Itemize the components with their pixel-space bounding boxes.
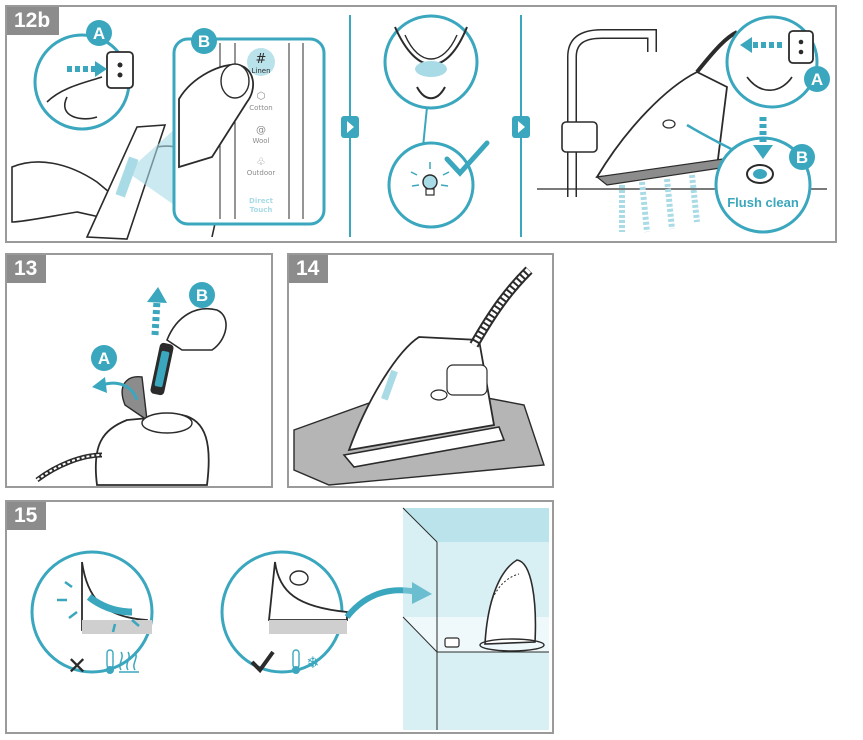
step-12b-tag-front: 12b (7, 7, 60, 35)
dial-linen: Linen (251, 67, 270, 75)
step-15-panel: ✕ ❄ (5, 500, 554, 734)
step-14-panel: 14 (287, 253, 554, 488)
step-12b-panel: 12b A (5, 5, 837, 243)
iron-illustration (342, 266, 533, 468)
dial-outdoor: Outdoor (247, 169, 276, 177)
arrow-up-icon (147, 287, 167, 336)
plug-icon (740, 30, 814, 91)
arrow-curved-icon (92, 377, 139, 401)
check-icon (444, 140, 490, 177)
dial-wool: Wool (252, 137, 269, 145)
water-tank-illustration (35, 376, 210, 486)
iron-illustration (595, 30, 739, 186)
marker-a: A (98, 349, 110, 368)
arrow-right-icon (512, 116, 530, 138)
step-12b-illustration: A B # Linen ⬡ Cotton @ Wool ♧ Outdoor Di… (11, 14, 830, 240)
step-15-illustration: ✕ ❄ (30, 507, 549, 730)
marker-a: A (93, 24, 105, 43)
dial-cotton: Cotton (249, 104, 272, 112)
check-icon (250, 650, 275, 674)
marker-b: B (198, 32, 210, 51)
faucet-illustration (537, 29, 827, 197)
arrow-right-icon (341, 116, 359, 138)
wool-icon: @ (256, 125, 266, 136)
steam-jets (619, 174, 700, 233)
marker-b: B (196, 286, 208, 305)
step-14-illustration (293, 266, 545, 486)
snowflake-icon: ❄ (306, 653, 319, 672)
heat-waves-icon (119, 651, 139, 673)
dial-touch: Touch (250, 206, 273, 214)
bulb-icon (410, 162, 450, 196)
marker-a: A (811, 70, 823, 89)
shelf-storage (402, 507, 549, 730)
linen-icon: # (256, 52, 267, 67)
arrow-down-icon (753, 117, 773, 159)
step-14-tag: 14 (289, 255, 329, 283)
cross-icon: ✕ (67, 652, 87, 680)
cotton-icon: ⬡ (257, 91, 266, 102)
thermometer-icon (292, 649, 300, 674)
step-15-tag: 15 (7, 502, 47, 530)
step-13-illustration: B A (35, 282, 227, 486)
dial-direct: Direct (249, 197, 274, 205)
outdoor-icon: ♧ (257, 157, 266, 168)
flush-clean-label: Flush clean (727, 195, 799, 210)
step-13-tag: 13 (7, 255, 47, 283)
plug-icon (46, 51, 134, 120)
filter-cartridge (150, 308, 227, 396)
arrow-curved-icon (344, 582, 432, 619)
thermometer-icon (106, 649, 114, 674)
step-13-panel: B A 13 (5, 253, 273, 488)
marker-b: B (796, 148, 808, 167)
